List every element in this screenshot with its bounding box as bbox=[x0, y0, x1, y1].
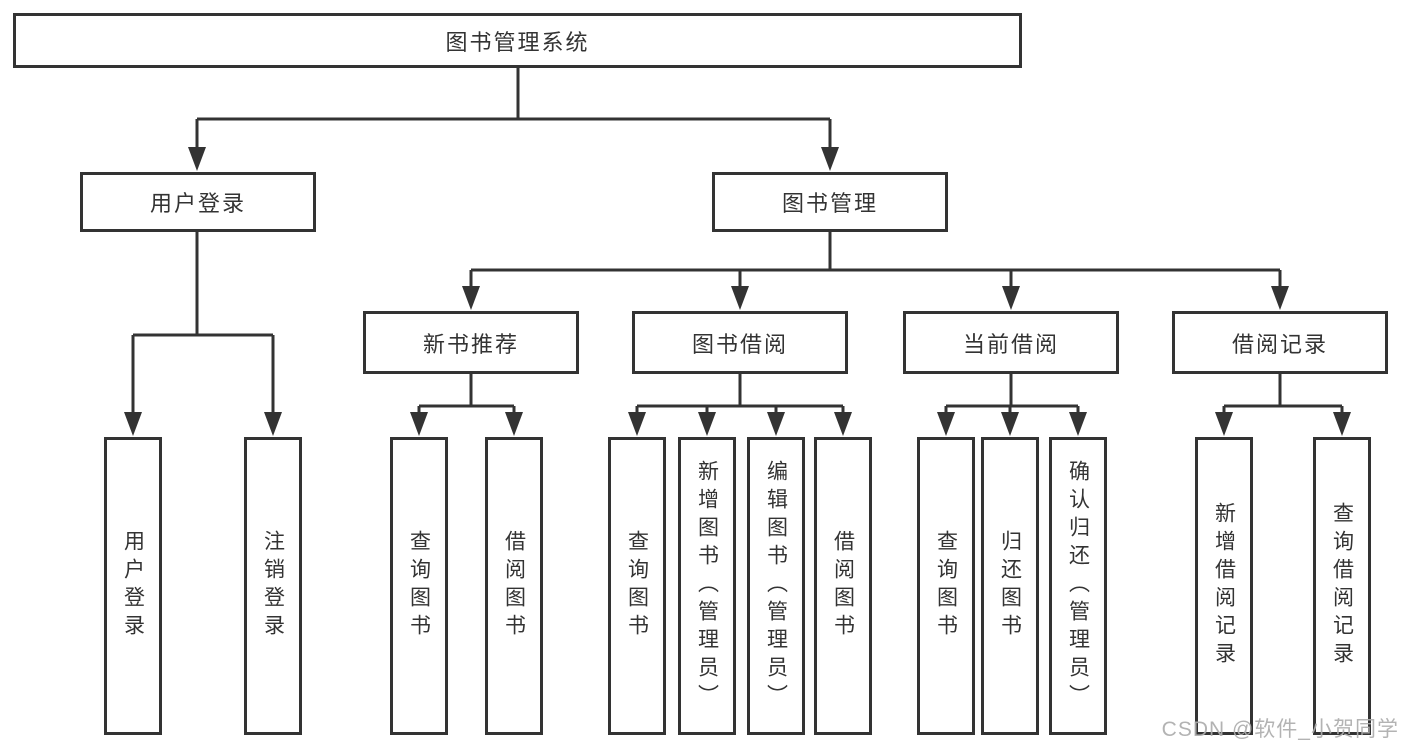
watermark-text: CSDN @软件_小贺同学 bbox=[1161, 718, 1399, 741]
leaf-recommend-borrow-books: 借阅图书 bbox=[485, 437, 543, 735]
node-user-login: 用户登录 bbox=[80, 172, 316, 232]
leaf-edit-books-admin: 编辑图书（管理员） bbox=[747, 437, 805, 735]
node-book-borrow: 图书借阅 bbox=[632, 311, 848, 374]
leaf-borrow-borrow-books: 借阅图书 bbox=[814, 437, 872, 735]
node-new-book-recommend: 新书推荐 bbox=[363, 311, 579, 374]
leaf-user-login: 用户登录 bbox=[104, 437, 162, 735]
arrowhead-icons bbox=[124, 147, 1351, 436]
node-root-system: 图书管理系统 bbox=[13, 13, 1022, 68]
node-book-management: 图书管理 bbox=[712, 172, 948, 232]
node-current-borrow: 当前借阅 bbox=[903, 311, 1119, 374]
leaf-borrow-query-books: 查询图书 bbox=[608, 437, 666, 735]
leaf-query-borrow-record: 查询借阅记录 bbox=[1313, 437, 1371, 735]
leaf-recommend-query-books: 查询图书 bbox=[390, 437, 448, 735]
leaf-return-books: 归还图书 bbox=[981, 437, 1039, 735]
leaf-confirm-return-admin: 确认归还（管理员） bbox=[1049, 437, 1107, 735]
leaf-logout: 注销登录 bbox=[244, 437, 302, 735]
leaf-add-books-admin: 新增图书（管理员） bbox=[678, 437, 736, 735]
leaf-current-query-books: 查询图书 bbox=[917, 437, 975, 735]
node-borrow-records: 借阅记录 bbox=[1172, 311, 1388, 374]
leaf-add-borrow-record: 新增借阅记录 bbox=[1195, 437, 1253, 735]
